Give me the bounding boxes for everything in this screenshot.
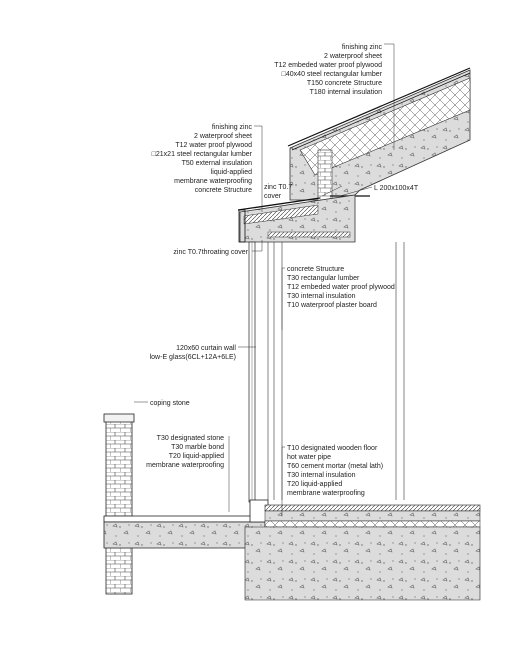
roof-left-labels: finishing zinc 2 waterproof sheet T12 wa… <box>152 124 253 194</box>
label: finishing zinc <box>342 44 383 51</box>
angle-label: L 200x100x4T <box>374 185 419 192</box>
label: T10 designated wooden floor <box>287 445 378 452</box>
label: 2 waterproof sheet <box>324 53 382 60</box>
label: low-E glass(6CL+12A+6LE) <box>150 354 236 361</box>
label: membrane waterproofing <box>146 462 224 469</box>
label: membrane waterproofing <box>287 490 365 497</box>
label: T10 waterproof plaster board <box>287 302 377 309</box>
label: T50 external insulation <box>182 160 253 167</box>
label: hot water pipe <box>287 454 331 461</box>
label: T12 embeded water proof plywood <box>287 284 395 291</box>
label: concrete Structure <box>287 266 344 273</box>
label: 2 waterproof sheet <box>194 133 252 140</box>
label: T60 cement mortar (metal lath) <box>287 463 383 470</box>
curtain-wall-labels: 120x60 curtain wall low-E glass(6CL+12A+… <box>150 345 237 361</box>
label: T20 liquid-applied <box>287 481 342 488</box>
sloped-roof <box>287 67 471 203</box>
label: T30 designated stone <box>157 435 224 442</box>
floor-labels: T10 designated wooden floor hot water pi… <box>287 445 383 497</box>
label: □21x21 steel rectangular lumber <box>152 151 253 158</box>
label: T12 embeded water proof plywood <box>274 62 382 69</box>
label: finishing zinc <box>212 124 253 131</box>
parapet-column <box>103 413 135 595</box>
label: T20 liquid-applied <box>169 453 224 460</box>
label: T12 water proof plywood <box>175 142 252 149</box>
label: T150 concrete Structure <box>307 80 382 87</box>
ground-floor-slab <box>244 504 481 601</box>
label: T30 internal insulation <box>287 472 356 479</box>
terrace-slab <box>103 499 269 549</box>
label: T30 rectangular lumber <box>287 275 360 282</box>
throating-label: zinc T0.7throating cover <box>173 249 248 256</box>
terrace-labels: T30 designated stone T30 marble bond T20… <box>146 435 224 469</box>
label: zinc T0.7 <box>264 184 292 191</box>
curtain-wall <box>248 241 256 503</box>
roof-right-labels: finishing zinc 2 waterproof sheet T12 em… <box>274 44 382 96</box>
label: T30 marble bond <box>171 444 224 451</box>
label: T30 internal insulation <box>287 293 356 300</box>
wall-labels: concrete Structure T30 rectangular lumbe… <box>287 266 395 309</box>
label: 120x60 curtain wall <box>176 345 236 352</box>
label: cover <box>264 193 282 200</box>
eave-slab <box>237 194 356 243</box>
zinc-cover-label: zinc T0.7 cover <box>264 184 292 200</box>
label: □40x40 steel rectangular lumber <box>282 71 383 78</box>
leader-lines <box>134 43 395 516</box>
coping-label: coping stone <box>150 400 190 407</box>
label: membrane waterproofing <box>174 178 252 185</box>
label: liquid-applied <box>211 169 252 176</box>
label: T180 internal insulation <box>310 89 382 96</box>
label: concrete Structure <box>195 187 252 194</box>
